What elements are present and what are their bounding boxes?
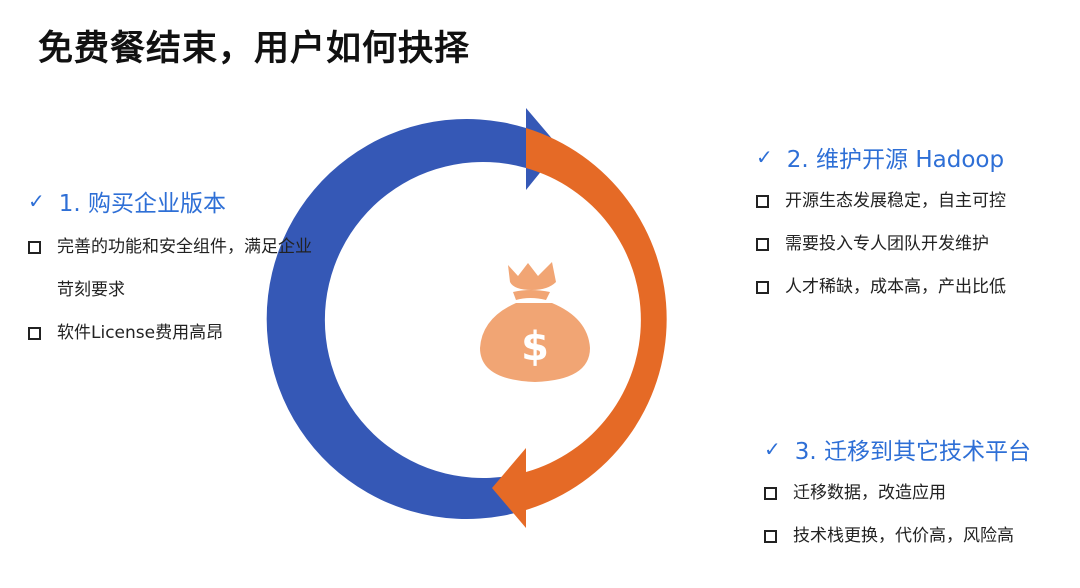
option-1-panel: ✓ 1. 购买企业版本 完善的功能和安全组件，满足企业苛刻要求 软件Licens…: [28, 184, 328, 355]
orange-cycle-arrow: [526, 128, 667, 510]
list-item: 开源生态发展稳定，自主可控: [756, 180, 1076, 223]
list-item: 软件License费用高昂: [28, 312, 328, 355]
option-3-heading: ✓ 3. 迁移到其它技术平台: [764, 432, 1076, 466]
bullet-text: 迁移数据，改造应用: [793, 483, 946, 503]
square-bullet-icon: [764, 487, 777, 500]
bullet-text: 软件License费用高昂: [57, 323, 224, 343]
bullet-text: 人才稀缺，成本高，产出比低: [785, 277, 1006, 297]
orange-arrow-head: [492, 448, 526, 528]
list-item: 完善的功能和安全组件，满足企业苛刻要求: [28, 226, 328, 312]
square-bullet-icon: [756, 195, 769, 208]
list-item: 人才稀缺，成本高，产出比低: [756, 266, 1076, 309]
list-item: 迁移数据，改造应用: [764, 472, 1076, 515]
option-2-heading: ✓ 2. 维护开源 Hadoop: [756, 140, 1076, 174]
bullet-text: 开源生态发展稳定，自主可控: [785, 191, 1006, 211]
bullet-text: 技术栈更换，代价高，风险高: [793, 526, 1014, 546]
bullet-text: 需要投入专人团队开发维护: [785, 234, 989, 254]
list-item: 需要投入专人团队开发维护: [756, 223, 1076, 266]
square-bullet-icon: [764, 530, 777, 543]
check-icon: ✓: [756, 145, 773, 169]
money-bag-icon: [480, 262, 590, 382]
blue-cycle-arrow: [266, 118, 526, 519]
square-bullet-icon: [756, 238, 769, 251]
option-2-panel: ✓ 2. 维护开源 Hadoop 开源生态发展稳定，自主可控 需要投入专人团队开…: [756, 140, 1076, 309]
check-icon: ✓: [764, 437, 781, 461]
option-1-title: 1. 购买企业版本: [58, 191, 227, 217]
option-2-title: 2. 维护开源 Hadoop: [786, 147, 1005, 173]
page-title: 免费餐结束，用户如何抉择: [38, 29, 471, 69]
option-1-heading: ✓ 1. 购买企业版本: [28, 184, 328, 218]
square-bullet-icon: [28, 241, 41, 254]
option-3-title: 3. 迁移到其它技术平台: [794, 439, 1032, 465]
dollar-sign-icon: $: [521, 324, 549, 370]
list-item: 技术栈更换，代价高，风险高: [764, 515, 1076, 558]
check-icon: ✓: [28, 189, 45, 213]
square-bullet-icon: [756, 281, 769, 294]
bullet-text: 完善的功能和安全组件，满足企业苛刻要求: [57, 237, 312, 300]
option-3-panel: ✓ 3. 迁移到其它技术平台 迁移数据，改造应用 技术栈更换，代价高，风险高: [764, 432, 1076, 558]
square-bullet-icon: [28, 327, 41, 340]
